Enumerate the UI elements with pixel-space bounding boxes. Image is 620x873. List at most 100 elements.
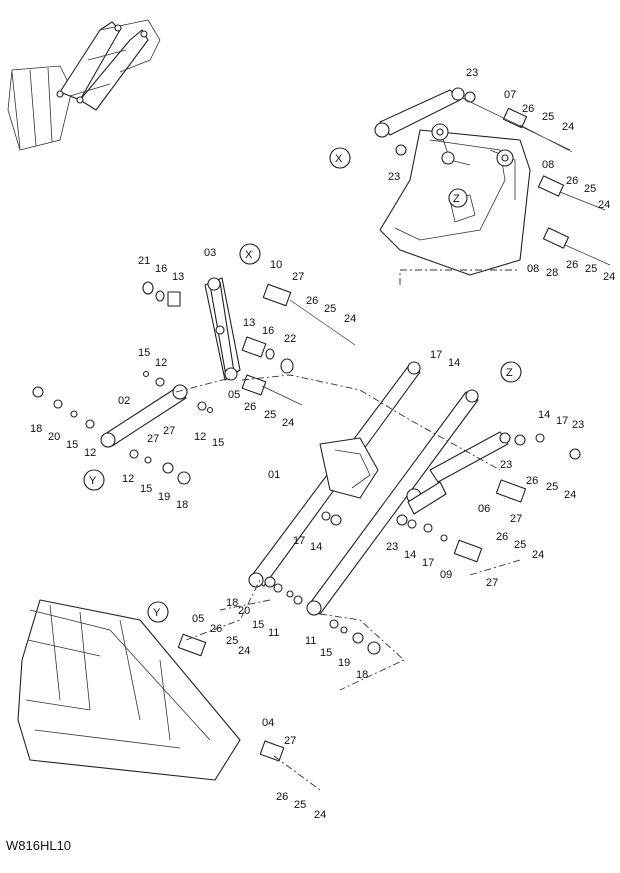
link-03 (204, 277, 241, 381)
callout: 26 (496, 531, 508, 543)
callout: 24 (564, 489, 576, 501)
callout: 12 (194, 431, 206, 443)
callout: 15 (320, 647, 332, 659)
callout: 24 (282, 417, 294, 429)
callout: 25 (294, 799, 306, 811)
callout: 07 (504, 89, 516, 101)
callout: 28 (546, 267, 558, 279)
callout: 26 (566, 259, 578, 271)
ref-marker-y-link: Y (83, 469, 105, 491)
callout: 22 (284, 333, 296, 345)
callout: 25 (584, 183, 596, 195)
callout: 18 (356, 669, 368, 681)
callout: 24 (344, 313, 356, 325)
ref-marker-x-link: X (239, 243, 261, 265)
ref-marker-y-bucket: Y (147, 601, 169, 623)
callout: 17 (556, 415, 568, 427)
callout: 26 (276, 791, 288, 803)
ref-x-label: X (335, 153, 343, 165)
callout: 15 (138, 347, 150, 359)
ref-marker-x-frame: X (329, 147, 351, 169)
cylinder-upper (379, 89, 461, 136)
callout: 12 (122, 473, 134, 485)
callout: 27 (486, 577, 498, 589)
callout: 15 (212, 437, 224, 449)
drawing-code: W816HL10 (6, 838, 72, 853)
frame-pins (395, 91, 611, 266)
boom-cylinder (407, 431, 581, 515)
callouts-arm: 17 14 01 14 17 23 23 26 25 24 06 27 17 1… (226, 349, 584, 681)
callout: 15 (66, 439, 78, 451)
callout: 15 (140, 483, 152, 495)
callout: 24 (603, 271, 615, 283)
callout: 23 (572, 419, 584, 431)
callout: 10 (270, 259, 282, 271)
callout: 18 (30, 423, 42, 435)
callout: 16 (262, 325, 274, 337)
ref-marker-z-frame: Z (448, 188, 468, 208)
callout: 14 (404, 549, 416, 561)
callout: 23 (386, 541, 398, 553)
callout: 25 (264, 409, 276, 421)
connection-lines (175, 269, 521, 791)
callout: 09 (440, 569, 452, 581)
callout: 14 (310, 541, 322, 553)
bucket (17, 599, 285, 781)
callout: 27 (284, 735, 296, 747)
callout: 20 (48, 431, 60, 443)
callout: 20 (238, 605, 250, 617)
callouts-linkage: 21 16 13 03 10 27 26 25 24 13 16 22 05 2… (138, 247, 356, 429)
ref-marker-z-arm: Z (500, 361, 522, 383)
callouts-bucket: 05 26 25 24 04 27 26 25 24 (192, 613, 326, 821)
ref-y-label-2: Y (153, 607, 161, 619)
linkage-pins (142, 281, 356, 406)
overview-thumbnail (7, 19, 161, 151)
callout: 19 (338, 657, 350, 669)
callout: 15 (252, 619, 264, 631)
callout: 04 (262, 717, 274, 729)
callout: 21 (138, 255, 150, 267)
callout: 25 (514, 539, 526, 551)
callout: 26 (566, 175, 578, 187)
callout: 26 (522, 103, 534, 115)
callout: 05 (192, 613, 204, 625)
callout: 27 (292, 271, 304, 283)
link-02 (32, 370, 214, 485)
callout: 27 (163, 425, 175, 437)
callout: 03 (204, 247, 216, 259)
callout: 17 (422, 557, 434, 569)
callout: 12 (155, 357, 167, 369)
callout: 13 (243, 317, 255, 329)
callout: 25 (585, 263, 597, 275)
callout: 13 (172, 271, 184, 283)
callout: 23 (500, 459, 512, 471)
ref-y-label: Y (89, 475, 97, 487)
callout: 18 (176, 499, 188, 511)
callout: 24 (238, 645, 250, 657)
callout: 25 (546, 481, 558, 493)
callout: 26 (526, 475, 538, 487)
callout: 25 (542, 111, 554, 123)
ref-x-label-2: X (245, 249, 253, 261)
callout: 16 (155, 263, 167, 275)
callout: 25 (226, 635, 238, 647)
callout: 24 (532, 549, 544, 561)
callout: 26 (210, 623, 222, 635)
callout: 06 (478, 503, 490, 515)
callout: 26 (244, 401, 256, 413)
arm-01 (248, 361, 479, 616)
callout: 17 (293, 535, 305, 547)
callout: 01 (268, 469, 280, 481)
callouts-link-02: 15 12 02 18 20 15 12 27 27 12 15 12 15 1… (30, 347, 224, 511)
callout: 27 (147, 433, 159, 445)
callouts-top-right: 23 07 26 25 24 23 08 26 25 24 08 28 26 2… (388, 67, 615, 283)
callout: 24 (562, 121, 574, 133)
callout: 27 (510, 513, 522, 525)
callout: 12 (84, 447, 96, 459)
callout: 05 (228, 389, 240, 401)
ref-z-label-2: Z (506, 367, 513, 379)
callout: 08 (527, 263, 539, 275)
callout: 18 (226, 597, 238, 609)
callout: 26 (306, 295, 318, 307)
